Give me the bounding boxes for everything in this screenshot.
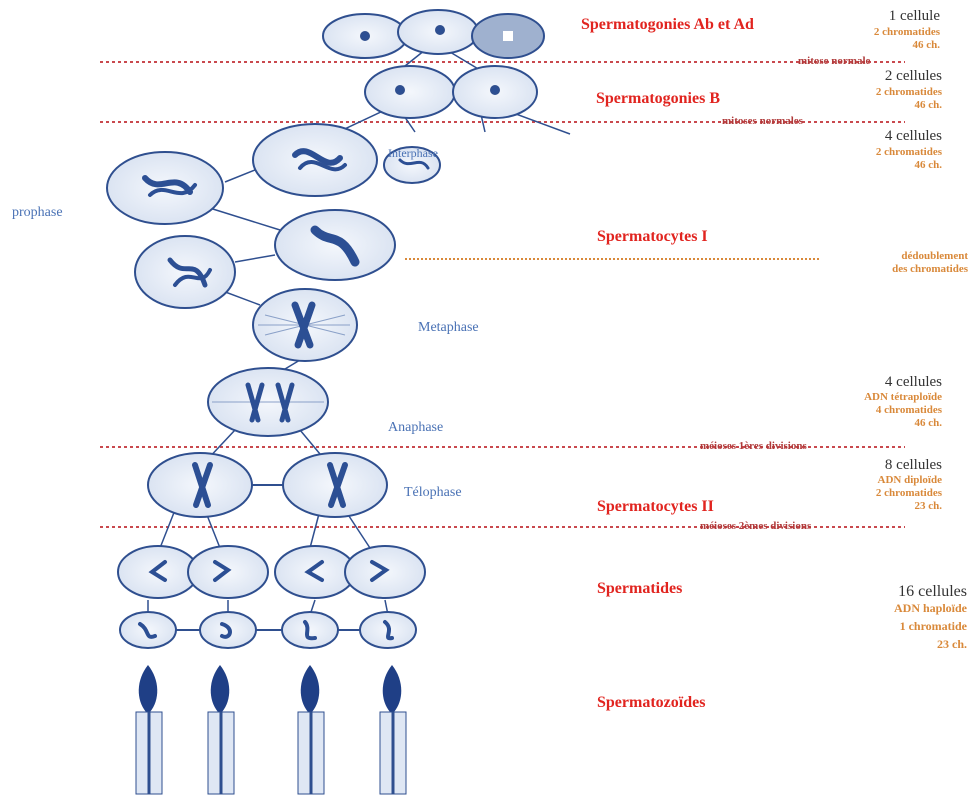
cell — [107, 152, 223, 224]
detail-line: 2 chromatides — [876, 487, 942, 500]
division-meioses-2: méioses 2èmes divisions — [700, 520, 811, 532]
spermatogonies-b-cells — [365, 66, 537, 118]
cell — [365, 66, 455, 118]
spermatide-cells — [120, 612, 416, 648]
division-meioses-1: méioses 1ères divisions — [700, 440, 807, 452]
cell — [275, 210, 395, 280]
dedoublement-label: des chromatides — [892, 263, 968, 276]
telophase-cells — [148, 453, 387, 517]
count-16-cellules: 16 cellules — [898, 583, 967, 601]
cell — [135, 236, 235, 308]
phase-interphase: Interphase — [388, 146, 438, 161]
label-spermatogonies-b: Spermatogonies B — [596, 90, 720, 108]
spermatogonies-ab-ad-cells — [323, 10, 544, 58]
detail-line: 2 chromatides — [874, 26, 940, 39]
dedoublement-label: dédoublement — [901, 250, 968, 263]
detail-line: 2 chromatides — [876, 86, 942, 99]
detail-line: 46 ch. — [915, 417, 943, 430]
nucleus — [503, 31, 513, 41]
count-4-cellules: 4 cellules — [885, 374, 942, 391]
detail-line: 1 chromatide — [900, 620, 967, 633]
cell — [253, 124, 377, 196]
spermatozoon — [136, 665, 162, 794]
spermatozoon — [380, 665, 406, 794]
metaphase-cell — [253, 289, 357, 361]
detail-line: 4 chromatides — [876, 404, 942, 417]
phase-metaphase: Metaphase — [418, 320, 479, 336]
detail-line: 23 ch. — [915, 500, 943, 513]
count-2-cellules: 2 cellules — [885, 68, 942, 85]
spermatozoon — [298, 665, 324, 794]
phase-prophase: prophase — [12, 205, 63, 221]
nucleus — [436, 26, 444, 34]
detail-line: 46 ch. — [915, 99, 943, 112]
detail-line: 2 chromatides — [876, 146, 942, 159]
detail-line: 46 ch. — [915, 159, 943, 172]
detail-line: 46 ch. — [913, 39, 941, 52]
spermatocyte-2-cells — [118, 546, 425, 598]
phase-telophase: Télophase — [404, 485, 462, 501]
lineage-arrows — [148, 46, 570, 615]
spermatozoon — [208, 665, 234, 794]
nucleus — [361, 32, 369, 40]
division-mitose-normale: mitose normale — [798, 55, 870, 67]
label-spermatocytes-1: Spermatocytes I — [597, 228, 708, 246]
detail-line: 23 ch. — [937, 638, 967, 651]
label-spermatozoides: Spermatozoïdes — [597, 694, 705, 712]
count-4-cellules: 4 cellules — [885, 128, 942, 145]
count-1-cellule: 1 cellule — [889, 8, 940, 25]
detail-line: ADN diploïde — [878, 474, 943, 487]
label-spermatogonies-ab-ad: Spermatogonies Ab et Ad — [581, 16, 754, 34]
count-8-cellules: 8 cellules — [885, 457, 942, 474]
nucleus — [396, 86, 404, 94]
division-mitoses-normales: mitoses normales — [722, 115, 803, 127]
nucleus — [491, 86, 499, 94]
phase-anaphase: Anaphase — [388, 420, 443, 436]
detail-line: ADN haploïde — [894, 602, 967, 615]
label-spermatides: Spermatides — [597, 580, 682, 598]
label-spermatocytes-2: Spermatocytes II — [597, 498, 714, 516]
anaphase-cell — [208, 368, 328, 436]
spermatozoides — [136, 665, 406, 794]
detail-line: ADN tétraploïde — [864, 391, 942, 404]
